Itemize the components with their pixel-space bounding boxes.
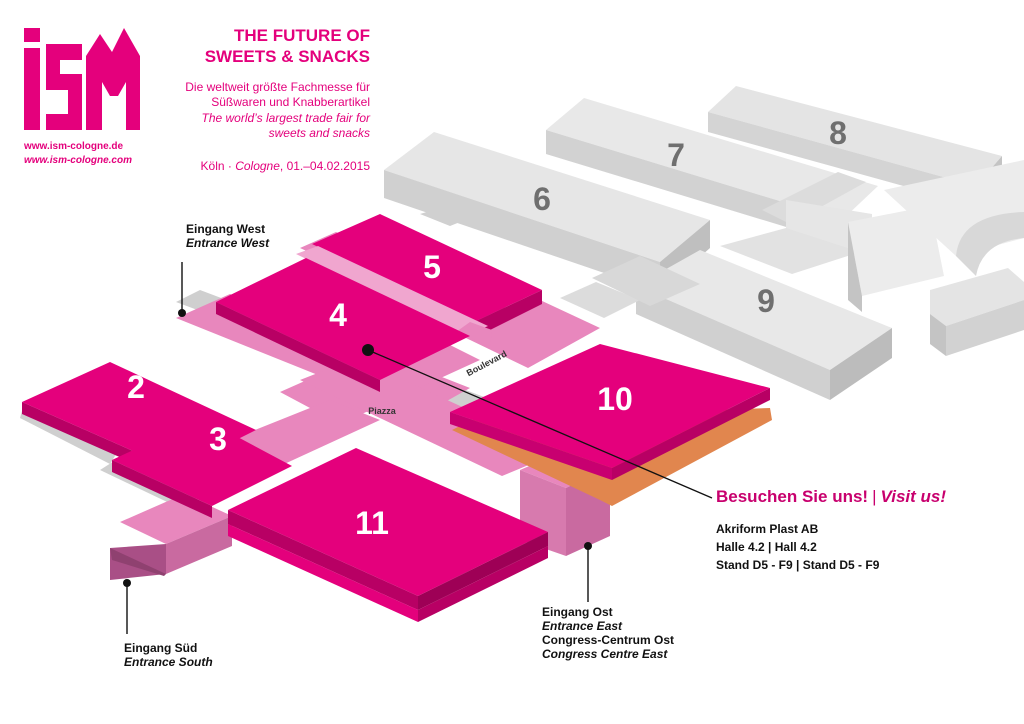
hall-8-annex [884, 160, 1024, 356]
entrance-west-label: Eingang West Entrance West [186, 222, 270, 250]
hall-9[interactable] [636, 250, 892, 400]
date-line: Köln · Cologne, 01.–04.02.2015 [200, 159, 370, 173]
hall-5[interactable] [312, 214, 542, 338]
hall-7-number: 7 [667, 137, 685, 173]
subtitle-de-1: Die weltweit größte Fachmesse für [185, 80, 370, 94]
hall-connector-grey [720, 172, 944, 312]
visit-us-title: Besuchen Sie uns!|Visit us! [716, 487, 947, 506]
entrance-east-marker [584, 542, 592, 602]
hall-7[interactable] [546, 98, 878, 244]
entrance-east-label: Eingang Ost Entrance East Congress-Centr… [542, 605, 675, 661]
hall-4-number: 4 [329, 297, 347, 333]
entrance-south-marker [123, 579, 131, 634]
subtitle-de-2: Süßwaren und Knabberartikel [211, 95, 370, 109]
hall-5-number: 5 [423, 249, 441, 285]
subtitle-en-2: sweets and snacks [268, 126, 370, 140]
ism-logo [24, 28, 140, 130]
entrance-west-marker [178, 262, 186, 317]
entrance-south-label: Eingang Süd Entrance South [124, 641, 213, 669]
hall-8-number: 8 [829, 115, 847, 151]
url-com[interactable]: www.ism-cologne.com [24, 155, 132, 166]
hall-10-number: 10 [597, 381, 633, 417]
piazza-label: Piazza [368, 406, 397, 416]
hall-2-number: 2 [127, 369, 145, 405]
hall-11-number: 11 [355, 505, 389, 541]
title-line-2: SWEETS & SNACKS [204, 47, 370, 66]
hall-10[interactable] [450, 344, 770, 480]
hall-3-number: 3 [209, 421, 227, 457]
hall-6-number: 6 [533, 181, 551, 217]
stand-location-marker[interactable] [362, 344, 713, 499]
exhibitor-stand: Stand D5 - F9 | Stand D5 - F9 [716, 558, 880, 572]
boulevard-strip [296, 246, 492, 346]
hall-11[interactable] [228, 448, 548, 622]
title-line-1: THE FUTURE OF [234, 26, 370, 45]
subtitle-en-1: The world’s largest trade fair for [201, 111, 370, 125]
exhibitor-name: Akriform Plast AB [716, 522, 819, 536]
hall-4[interactable] [216, 258, 470, 392]
hall-9-number: 9 [757, 283, 775, 319]
hall-3[interactable] [112, 418, 292, 518]
url-de[interactable]: www.ism-cologne.de [24, 141, 124, 152]
exhibitor-hall: Halle 4.2 | Hall 4.2 [716, 540, 817, 554]
